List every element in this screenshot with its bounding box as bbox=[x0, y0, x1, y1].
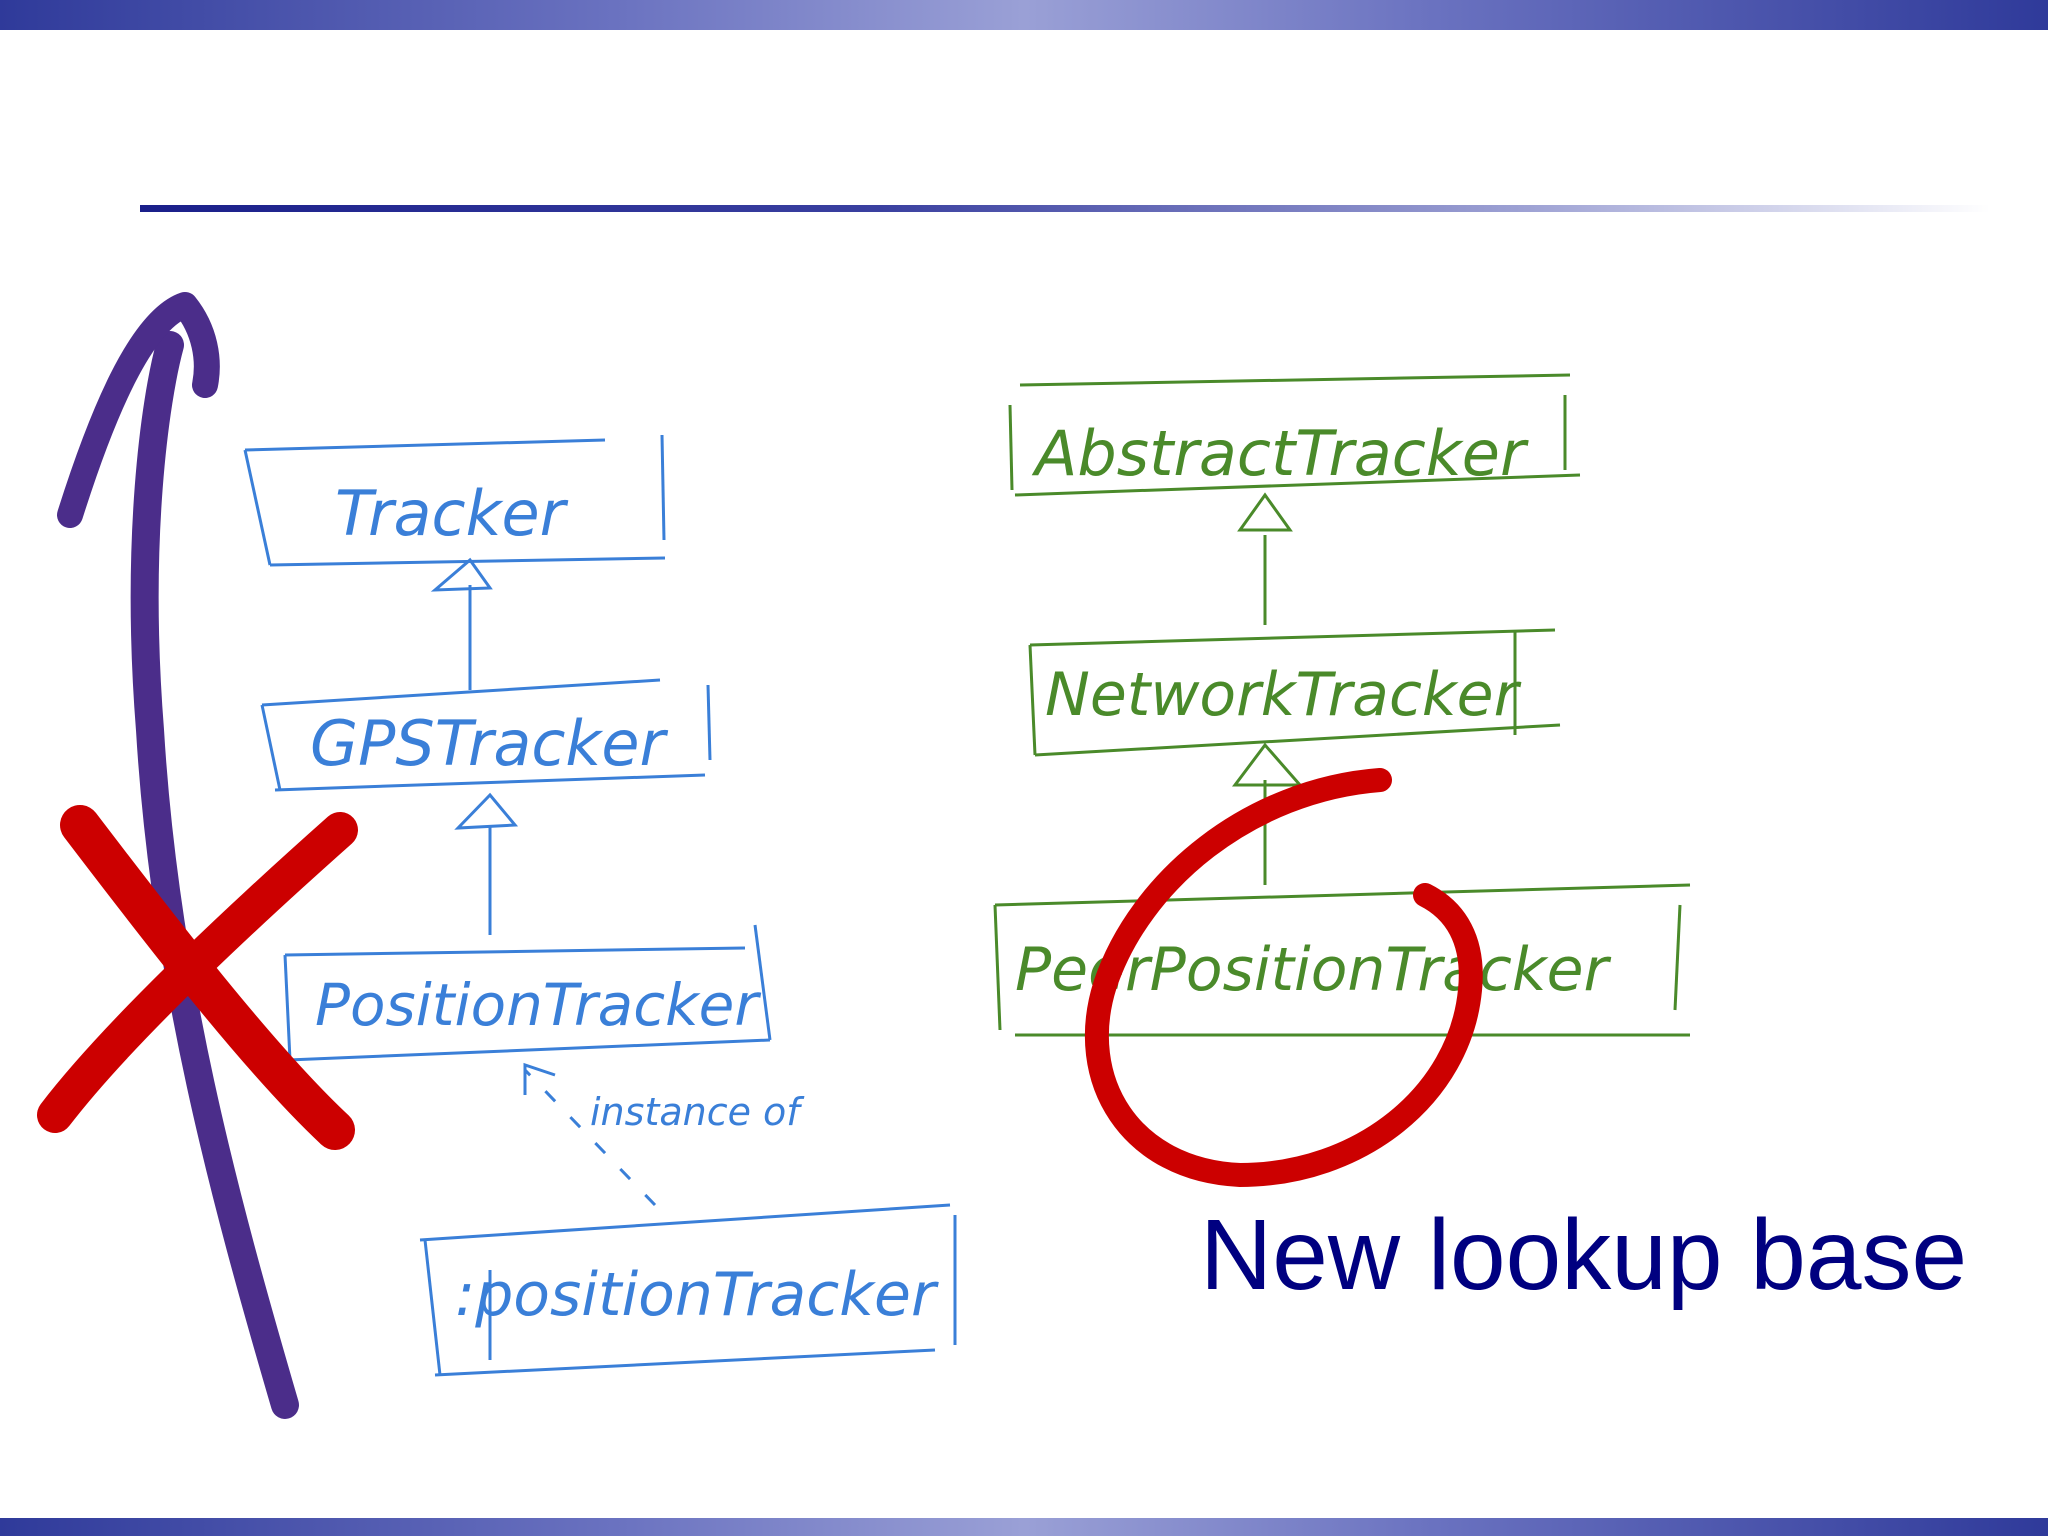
inheritance-arrow-gps-to-tracker bbox=[430, 557, 493, 690]
label-instance-of: instance of bbox=[590, 1090, 805, 1134]
title-underline bbox=[140, 205, 1990, 212]
label-tracker: Tracker bbox=[335, 477, 569, 550]
inheritance-arrow-network-to-abstract bbox=[1237, 492, 1293, 625]
class-box-gpstracker bbox=[260, 678, 712, 792]
right-hierarchy-labels: AbstractTracker NetworkTracker PeerPosit… bbox=[1015, 417, 1612, 1005]
up-arrow-icon bbox=[57, 292, 299, 1419]
class-box-peerpositiontracker bbox=[993, 883, 1691, 1037]
class-box-abstracttracker bbox=[1008, 373, 1581, 497]
right-hierarchy bbox=[993, 373, 1691, 1037]
class-box-networktracker bbox=[1028, 628, 1561, 757]
label-instance-positiontracker: :positionTracker bbox=[455, 1260, 939, 1330]
circle-mark-icon bbox=[1084, 768, 1483, 1188]
cross-mark-icon bbox=[37, 805, 358, 1150]
instance-box-positiontracker bbox=[419, 1203, 957, 1377]
class-box-positiontracker bbox=[283, 924, 772, 1062]
new-lookup-base-caption: New lookup base bbox=[1200, 1199, 1968, 1311]
label-positiontracker: PositionTracker bbox=[315, 971, 761, 1039]
inheritance-arrow-position-to-gps bbox=[454, 792, 519, 935]
label-networktracker: NetworkTracker bbox=[1045, 660, 1522, 730]
label-abstracttracker: AbstractTracker bbox=[1031, 417, 1529, 490]
instance-of-arrow bbox=[523, 1062, 657, 1207]
top-theme-bar bbox=[0, 0, 2048, 30]
inheritance-arrow-peer-to-network bbox=[1232, 742, 1304, 885]
left-hierarchy bbox=[243, 434, 957, 1377]
bottom-theme-bar bbox=[0, 1518, 2048, 1536]
label-gpstracker: GPSTracker bbox=[310, 707, 668, 780]
left-hierarchy-labels: Tracker GPSTracker PositionTracker insta… bbox=[310, 477, 939, 1330]
